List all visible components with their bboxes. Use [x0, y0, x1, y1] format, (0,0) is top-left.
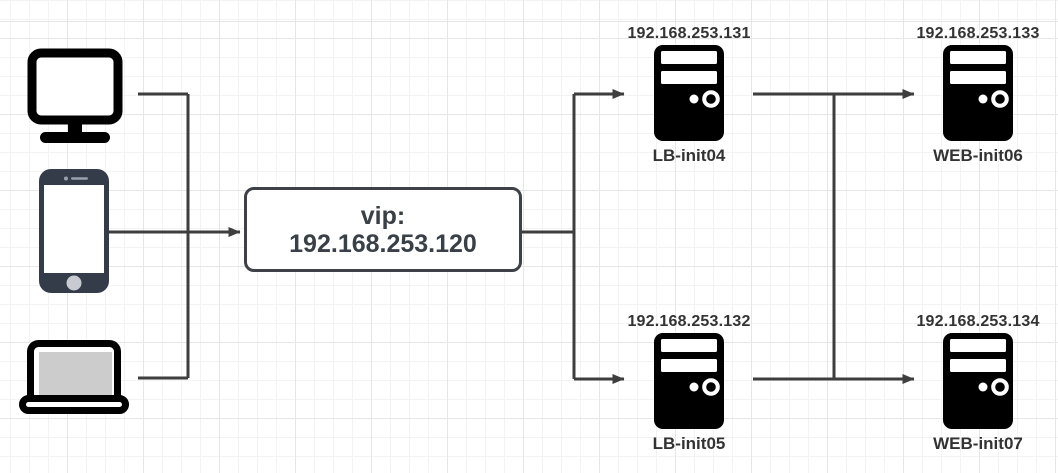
laptop-icon	[19, 340, 129, 414]
server-node-web-init06[interactable]: 192.168.253.133 WEB-init06	[914, 25, 1042, 165]
server-ip-label: 192.168.253.131	[627, 25, 751, 42]
server-node-lb-init05[interactable]: 192.168.253.132 LB-init05	[625, 313, 753, 453]
client-laptop-node[interactable]	[19, 340, 129, 419]
server-name-label: LB-init05	[652, 434, 726, 453]
server-icon	[654, 45, 724, 141]
server-icon	[654, 333, 724, 429]
server-ip-label: 192.168.253.134	[916, 313, 1040, 330]
server-node-lb-init04[interactable]: 192.168.253.131 LB-init04	[625, 25, 753, 165]
client-desktop-node[interactable]	[27, 48, 123, 148]
server-name-label: LB-init04	[652, 146, 726, 165]
server-icon	[943, 45, 1013, 141]
server-ip-label: 192.168.253.132	[627, 313, 751, 330]
smartphone-icon	[39, 169, 109, 293]
server-icon	[943, 333, 1013, 429]
server-name-label: WEB-init07	[933, 434, 1023, 453]
vip-node[interactable]: vip: 192.168.253.120	[244, 187, 522, 272]
vip-ip: 192.168.253.120	[289, 229, 477, 258]
vip-label: vip:	[360, 201, 406, 230]
server-node-web-init07[interactable]: 192.168.253.134 WEB-init07	[914, 313, 1042, 453]
server-ip-label: 192.168.253.133	[916, 25, 1040, 42]
server-name-label: WEB-init06	[933, 146, 1023, 165]
desktop-computer-icon	[27, 48, 123, 143]
client-smartphone-node[interactable]	[39, 169, 109, 298]
